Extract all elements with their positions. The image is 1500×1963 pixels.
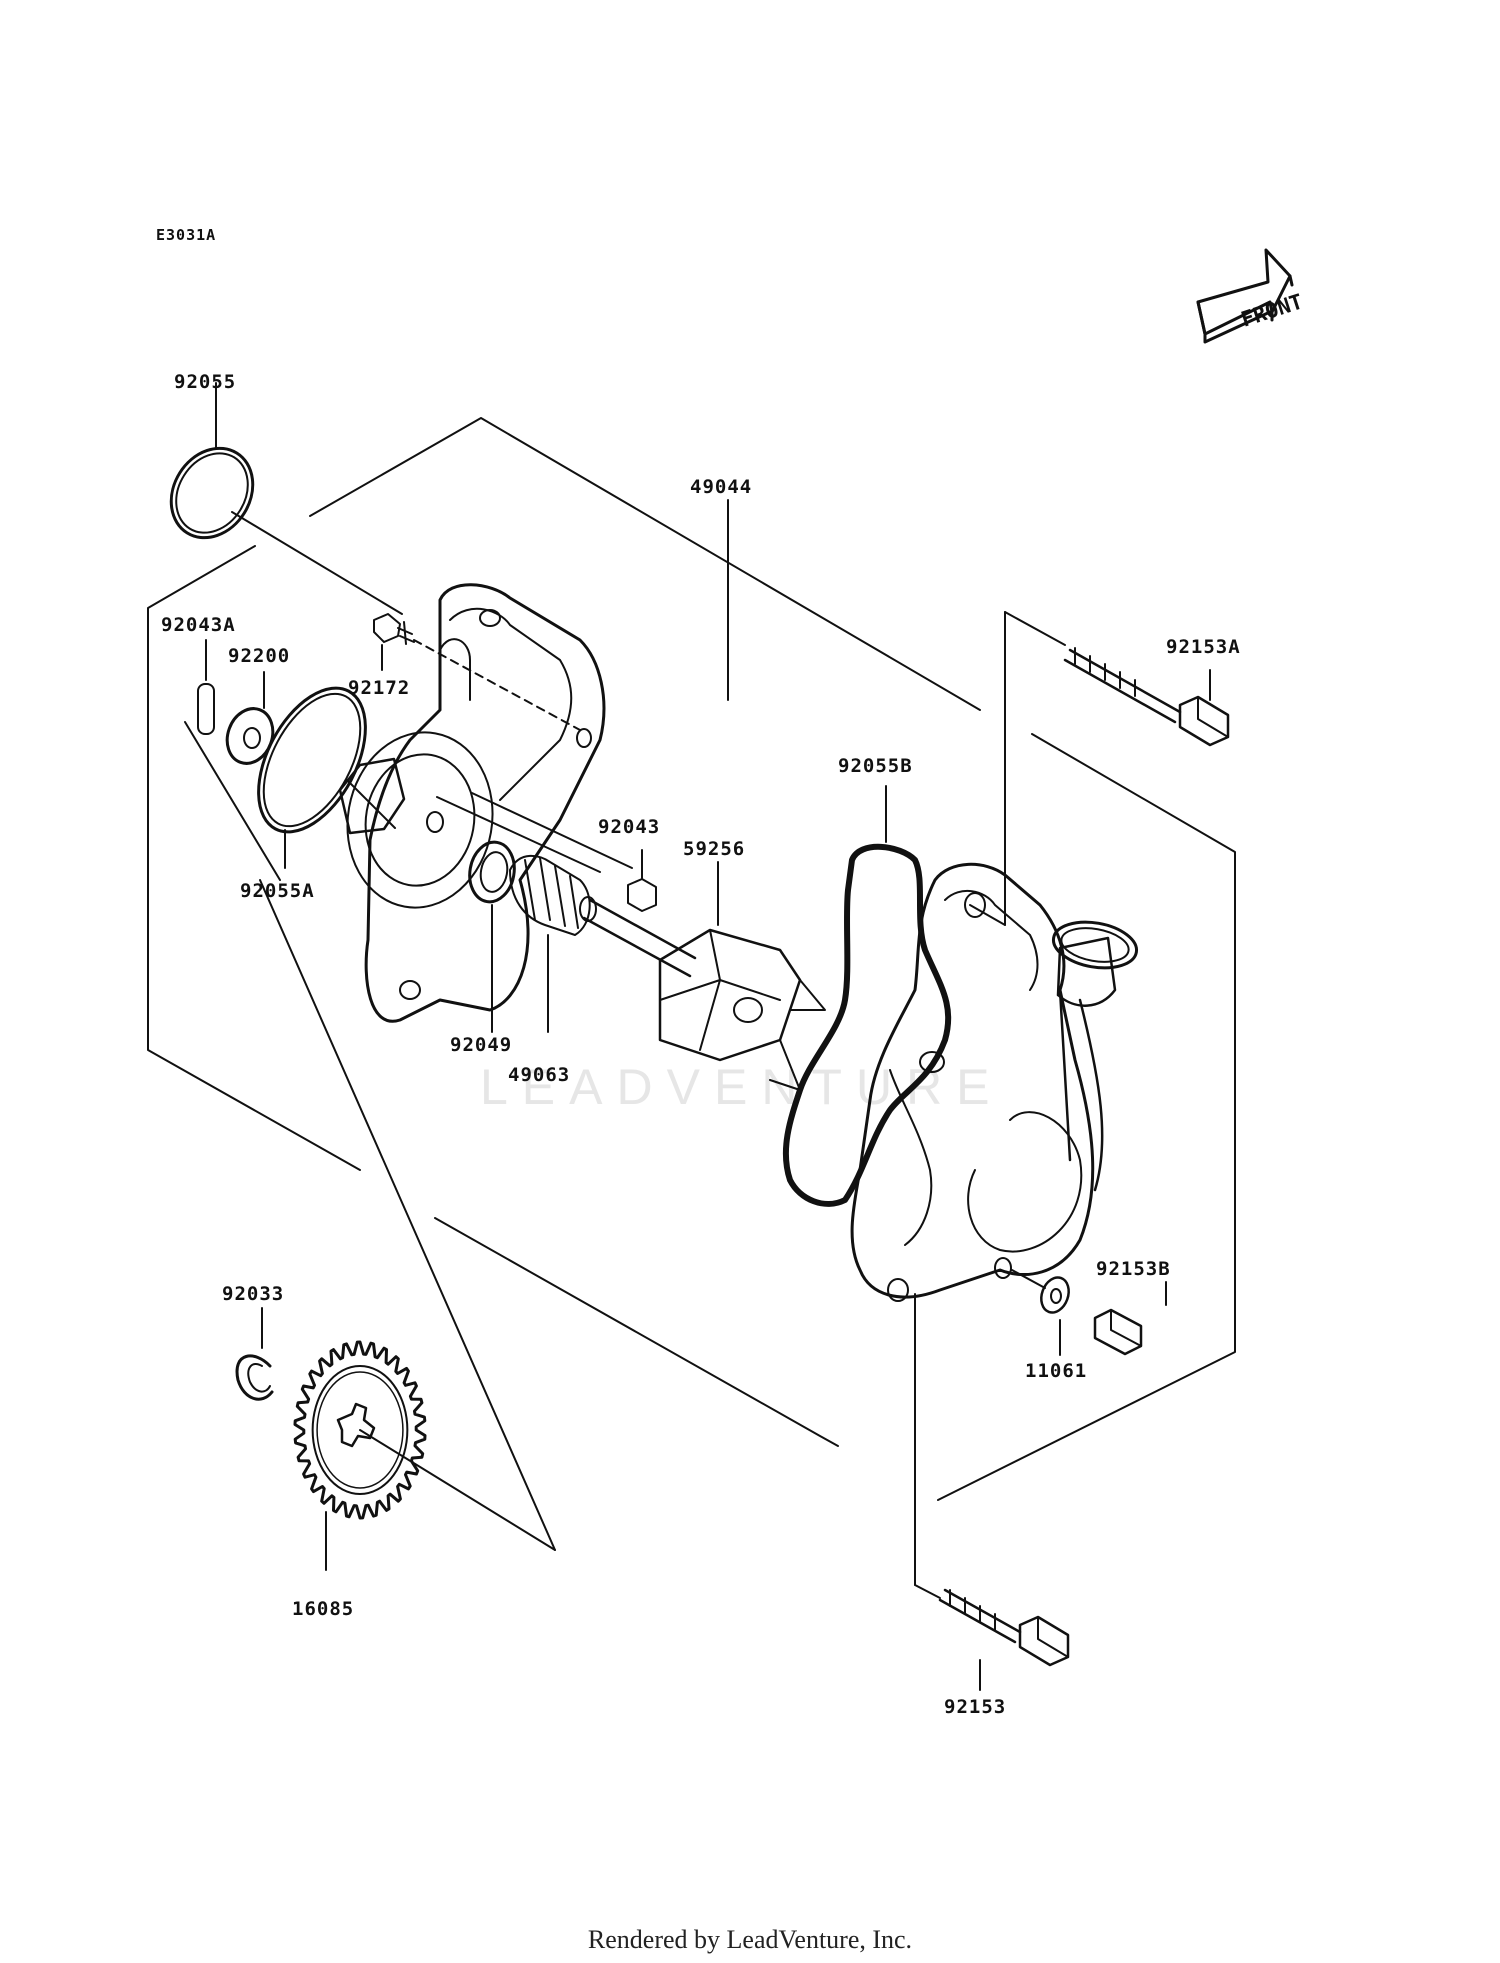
part-label-11061[interactable]: 11061 [1025,1360,1088,1382]
washer-11061 [1040,1276,1070,1314]
gasket-92055B [782,843,952,1207]
sprocket-ring-0 [311,1365,409,1495]
seal-92049 [468,840,516,904]
assembly-bracket-top [309,417,981,711]
assembly-bracket-left [147,545,361,1171]
part-label-92043A[interactable]: 92043A [161,614,236,636]
o-ring-92055A [257,686,367,834]
pin-92043 [627,878,657,912]
part-label-59256[interactable]: 59256 [683,838,746,860]
part-label-92055A[interactable]: 92055A [240,880,315,902]
part-label-92055B[interactable]: 92055B [838,755,913,777]
part-label-16085[interactable]: 16085 [292,1598,355,1620]
sprocket-teeth [293,1340,427,1520]
bolt-92153 [938,1588,1070,1667]
bolt-92153A [1063,647,1230,747]
part-label-92043[interactable]: 92043 [598,816,661,838]
bolt-92153B [1093,1308,1143,1356]
assembly-bracket-bottom [434,1217,839,1447]
washer-92200 [225,707,275,765]
impeller-59256 [579,896,826,1091]
part-label-49044[interactable]: 49044 [690,476,753,498]
part-label-92049[interactable]: 92049 [450,1034,513,1056]
front-arrow-icon [1196,248,1294,344]
sprocket-hub [336,1402,376,1448]
circlip-92033 [235,1354,274,1401]
pump-cover [850,862,1139,1302]
part-label-92200[interactable]: 92200 [228,645,291,667]
pin-92043A [197,683,215,735]
part-label-49063[interactable]: 49063 [508,1064,571,1086]
footer-credit: Rendered by LeadVenture, Inc. [587,1925,913,1954]
o-ring-92055 [169,446,255,540]
part-label-92153A[interactable]: 92153A [1166,636,1241,658]
leader-92055-b [231,511,403,615]
part-label-92153B[interactable]: 92153B [1096,1258,1171,1280]
sprocket-ring-1 [316,1371,404,1489]
bolt-92172 [373,613,401,643]
part-label-92055[interactable]: 92055 [174,371,237,393]
assembly-bracket-right [937,733,1236,1501]
diagram-code: E3031A [156,226,217,244]
pump-body-plate [364,583,606,1023]
mech-seal-49063 [509,854,591,936]
sprocket-16085 [293,1340,427,1520]
part-label-92033[interactable]: 92033 [222,1283,285,1305]
part-label-92153[interactable]: 92153 [944,1696,1007,1718]
part-label-92172[interactable]: 92172 [348,677,411,699]
